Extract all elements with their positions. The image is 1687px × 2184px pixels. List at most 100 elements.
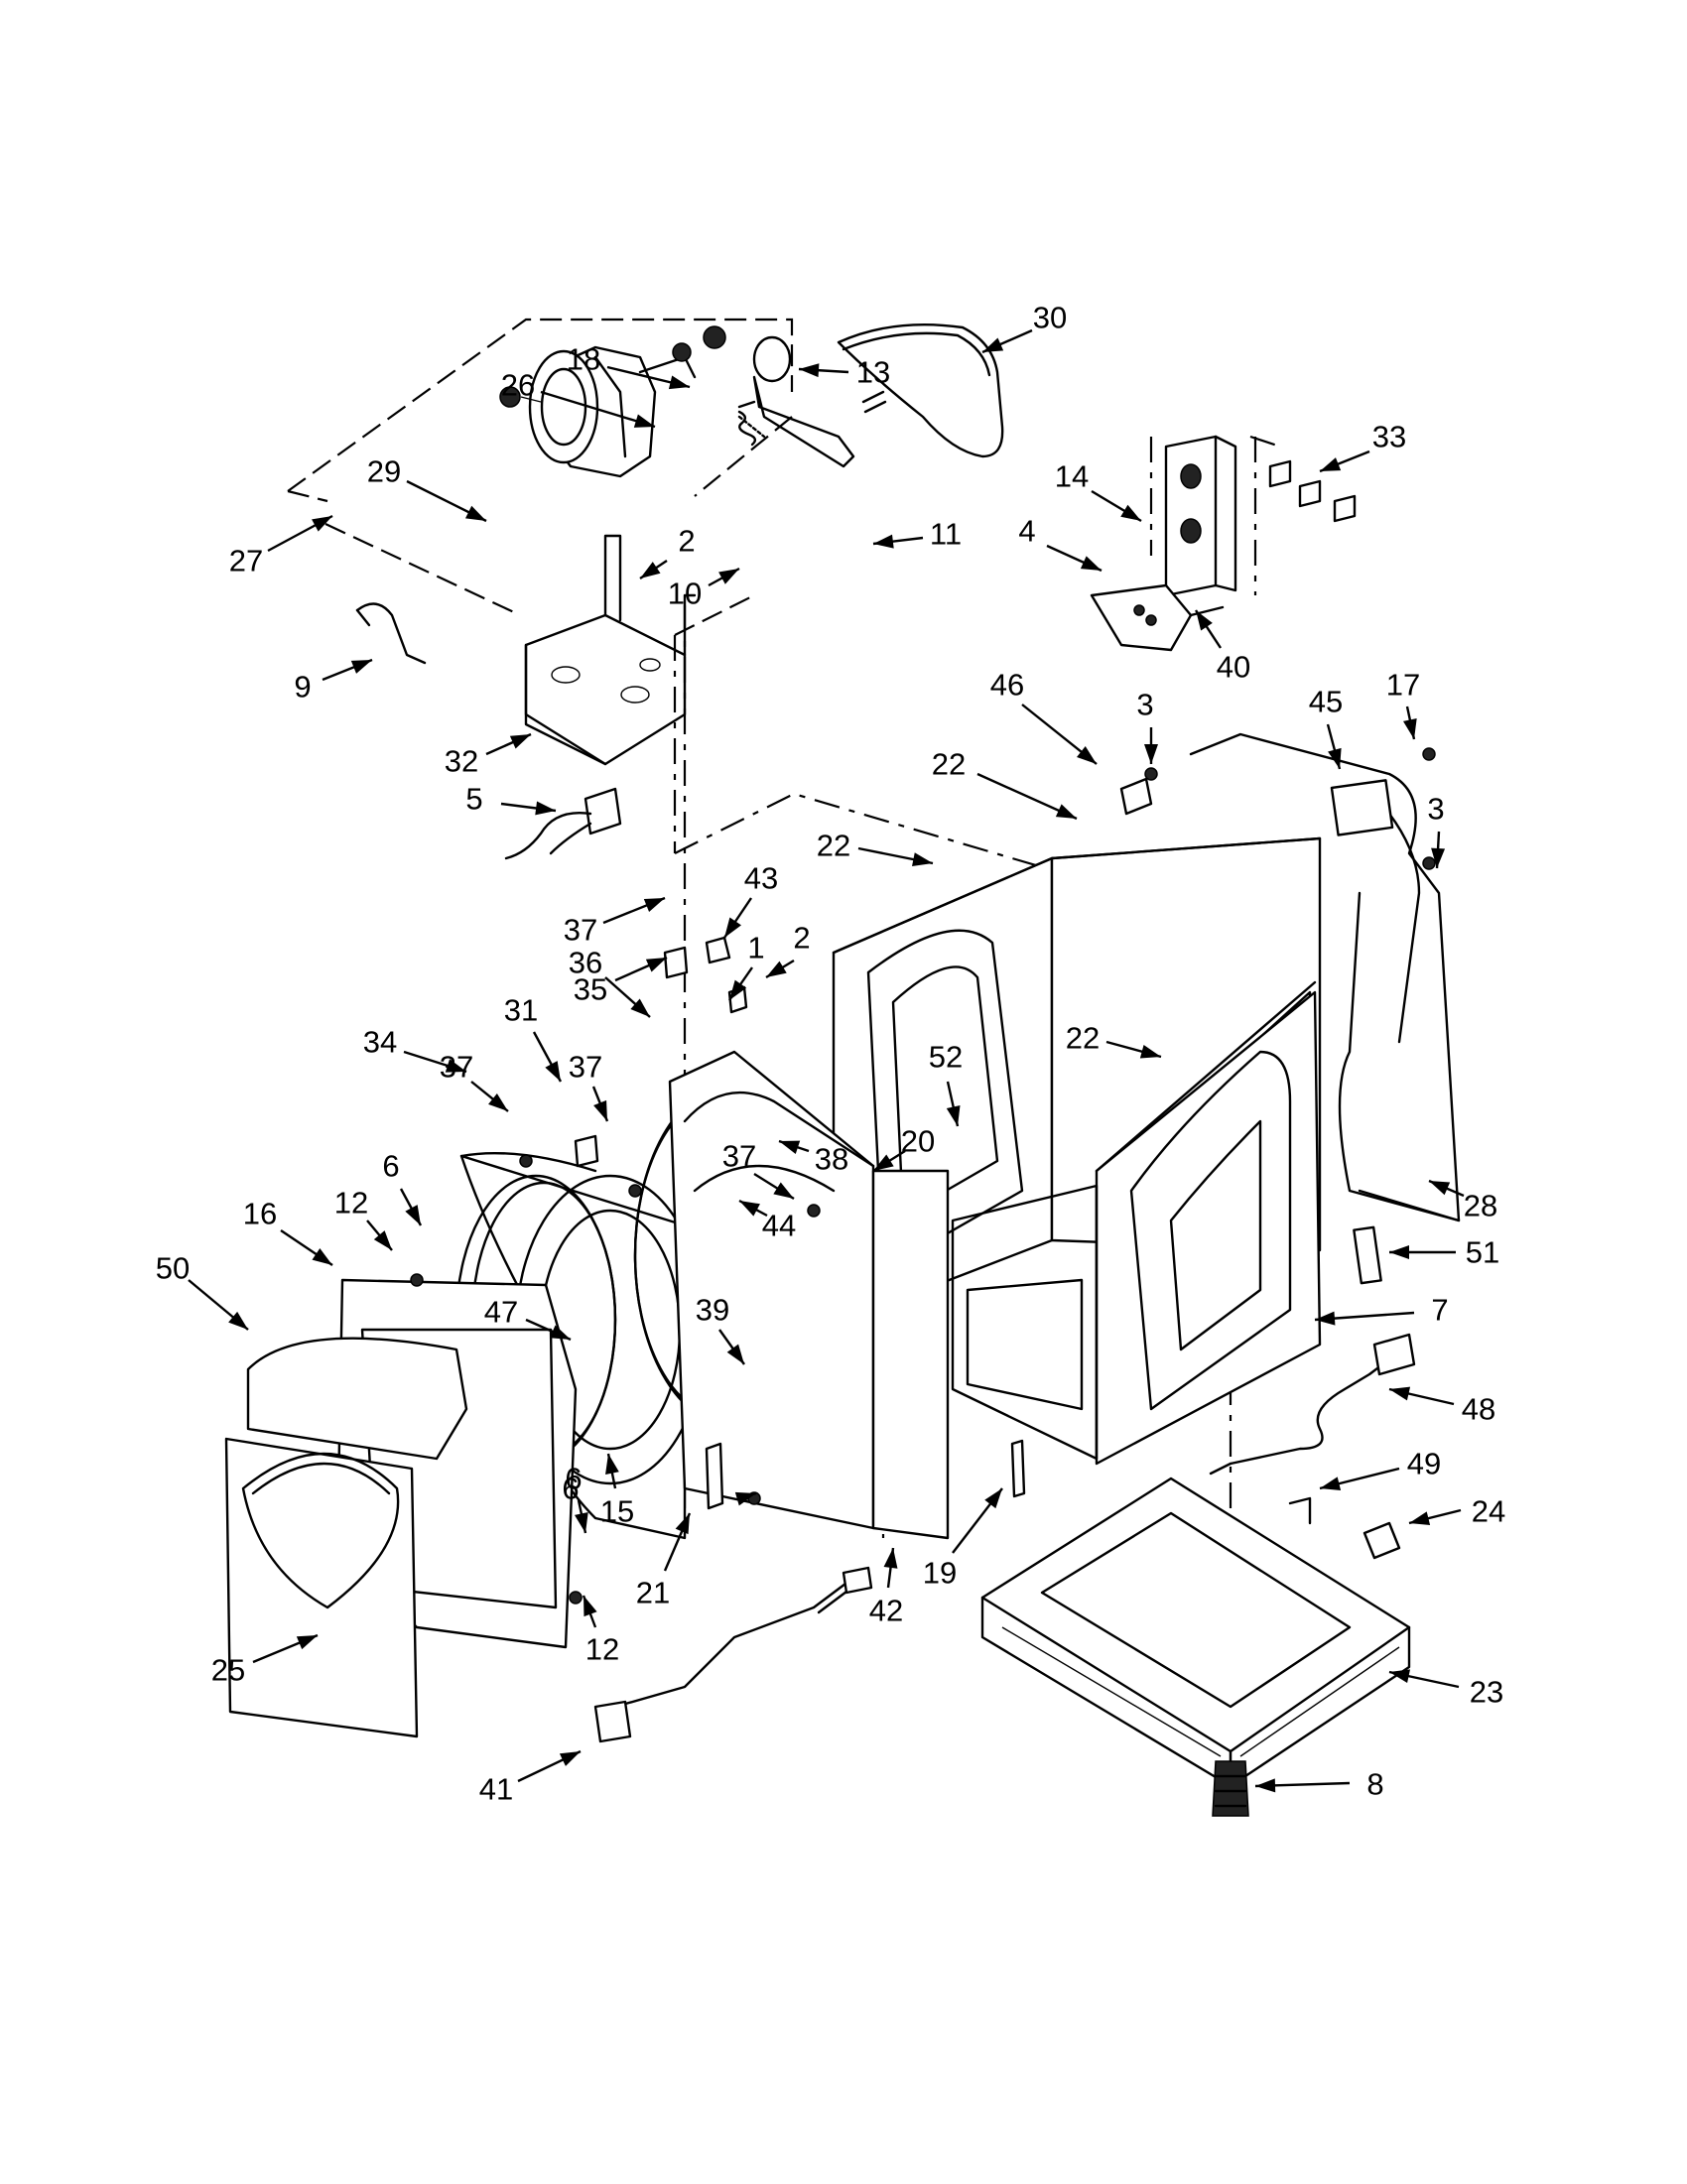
arrowhead-16: [312, 1248, 332, 1265]
power-cord: [1209, 1333, 1416, 1476]
callout-43: 43: [744, 861, 778, 896]
arrowhead-50: [228, 1311, 248, 1330]
callout-7: 7: [1431, 1293, 1448, 1328]
arrowhead-41: [559, 1751, 581, 1766]
callout-3: 3: [1427, 792, 1444, 827]
callout-34: 34: [363, 1025, 397, 1060]
arrowhead-11: [873, 534, 894, 549]
small-parts: [410, 747, 1436, 1605]
control-bracket-assembly: [1090, 435, 1357, 652]
arrowhead-22: [1139, 1044, 1161, 1059]
arrowhead-14: [1120, 504, 1141, 521]
arrowhead-1: [729, 979, 747, 1000]
arrowhead-15: [605, 1454, 619, 1475]
arrowhead-8: [1255, 1778, 1276, 1793]
wire-harness: [593, 1566, 873, 1743]
callout-22: 22: [932, 747, 966, 782]
arrowhead-7: [1315, 1311, 1336, 1326]
callout-1: 1: [747, 931, 764, 965]
callout-28: 28: [1464, 1189, 1497, 1223]
arrowhead-6: [405, 1205, 421, 1225]
leveling-leg: [1212, 1760, 1249, 1817]
arrowhead-51: [1389, 1245, 1409, 1259]
callout-6: 6: [565, 1462, 582, 1496]
callout-4: 4: [1018, 514, 1035, 549]
arrowhead-6: [575, 1511, 588, 1533]
callout-26: 26: [501, 368, 535, 403]
callout-15: 15: [600, 1494, 634, 1529]
arrowhead-34: [445, 1059, 466, 1073]
callout-11: 11: [930, 517, 962, 552]
arrowhead-29: [464, 505, 486, 521]
arrowhead-32: [509, 734, 531, 749]
callout-37: 37: [569, 1050, 602, 1085]
arrowhead-21: [675, 1513, 690, 1535]
callout-50: 50: [156, 1251, 190, 1286]
arrowhead-37: [773, 1182, 794, 1199]
callout-25: 25: [211, 1653, 245, 1688]
callout-24: 24: [1472, 1494, 1505, 1529]
arrowhead-39: [726, 1344, 744, 1364]
arrowhead-22: [912, 852, 933, 866]
callout-52: 52: [929, 1040, 963, 1075]
callout-42: 42: [869, 1594, 903, 1628]
arrowhead-47: [549, 1325, 571, 1340]
callout-31: 31: [504, 993, 538, 1028]
callout-17: 17: [1386, 668, 1420, 703]
arrowhead-6: [734, 1491, 756, 1506]
arrowhead-26: [633, 414, 655, 428]
callout-18: 18: [567, 342, 600, 377]
arrowhead-2: [640, 562, 661, 578]
arrowhead-12: [373, 1230, 392, 1250]
callout-20: 20: [901, 1124, 935, 1159]
arrowhead-19: [984, 1488, 1002, 1509]
rear-panel: [1189, 732, 1461, 1222]
arrowhead-9: [350, 660, 372, 674]
callout-2: 2: [793, 921, 810, 956]
arrowhead-10: [718, 569, 739, 584]
callout-33: 33: [1372, 420, 1406, 454]
arrowhead-33: [1320, 457, 1342, 471]
callout-3: 3: [1136, 688, 1153, 722]
arrowhead-27: [312, 516, 332, 532]
callout-9: 9: [294, 670, 311, 705]
callout-41: 41: [479, 1772, 513, 1807]
drive-belt: [837, 322, 1004, 458]
arrowhead-40: [1196, 610, 1213, 631]
callout-37: 37: [564, 913, 597, 948]
callout-29: 29: [367, 454, 401, 489]
leader-line-26: [540, 390, 656, 429]
front-panel: [668, 1050, 950, 1540]
wire-clip: [355, 602, 427, 665]
arrowhead-12: [584, 1596, 597, 1617]
arrowhead-5: [535, 801, 556, 816]
arrowhead-25: [296, 1635, 318, 1650]
arrowhead-20: [873, 1154, 894, 1171]
arrowhead-49: [1320, 1477, 1342, 1490]
callout-47: 47: [484, 1295, 518, 1330]
callout-40: 40: [1217, 650, 1250, 685]
arrowhead-48: [1389, 1386, 1411, 1401]
callout-22: 22: [817, 829, 850, 863]
arrowhead-38: [779, 1140, 801, 1154]
arrowhead-22: [1055, 804, 1077, 819]
callout-23: 23: [1470, 1675, 1503, 1710]
arrowhead-3: [1144, 744, 1158, 764]
arrowhead-23: [1389, 1669, 1411, 1684]
callout-6: 6: [562, 1472, 579, 1506]
door-assembly: [224, 1278, 578, 1738]
arrowhead-35: [645, 958, 667, 972]
arrowhead-31: [545, 1061, 561, 1082]
callout-51: 51: [1466, 1235, 1499, 1270]
arrowhead-2: [766, 961, 787, 977]
arrowhead-43: [724, 917, 741, 938]
callout-39: 39: [696, 1293, 729, 1328]
callout-38: 38: [815, 1142, 848, 1177]
arrowhead-37: [488, 1092, 508, 1111]
callout-21: 21: [636, 1576, 670, 1610]
callout-37: 37: [722, 1139, 756, 1174]
arrowhead-4: [1080, 556, 1102, 571]
callout-27: 27: [229, 544, 263, 578]
callout-layer: 1223345666789101112121314151617181920212…: [156, 301, 1505, 1807]
